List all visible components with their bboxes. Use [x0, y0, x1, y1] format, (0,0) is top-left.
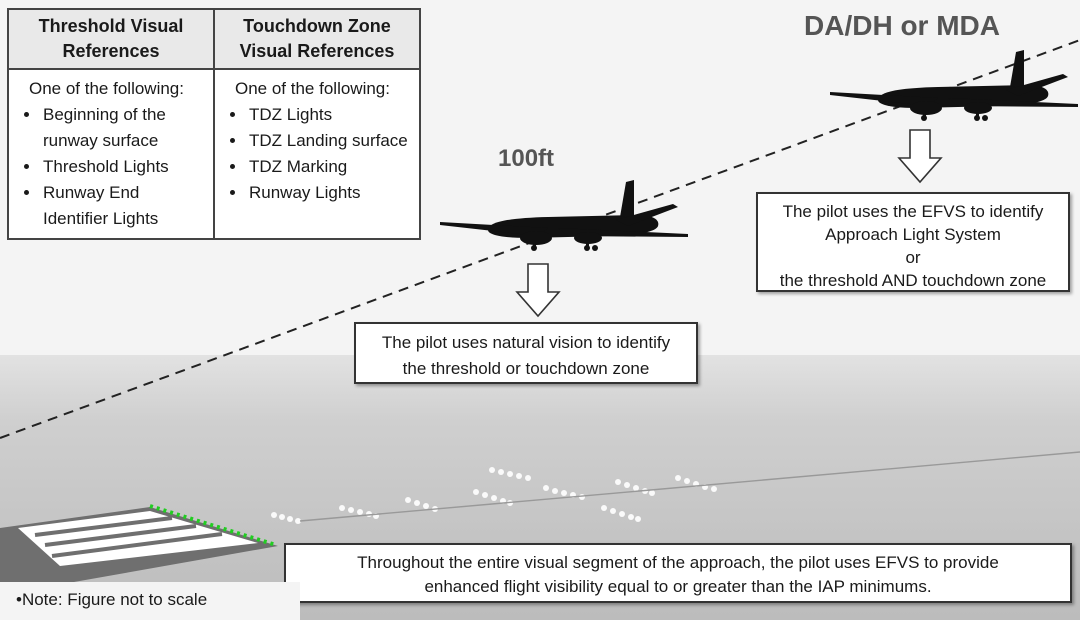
hundred-ft-label: 100ft [498, 145, 555, 172]
visual-segment-callout: Throughout the entire visual segment of … [284, 543, 1072, 603]
list-intro: One of the following: [29, 79, 184, 98]
list-intro: One of the following: [235, 79, 390, 98]
light-bar [271, 512, 301, 524]
list-item: TDZ Marking [247, 154, 411, 180]
tdz-references-list: TDZ Lights TDZ Landing surface TDZ Marki… [229, 102, 411, 206]
decision-altitude-label: DA/DH or MDA [804, 10, 1000, 41]
light-bar [473, 489, 513, 506]
runway [0, 507, 278, 595]
threshold-column-header: Threshold Visual References [7, 8, 215, 70]
threshold-references-cell: One of the following: Beginning of the r… [7, 68, 215, 240]
scale-note: •Note: Figure not to scale [16, 590, 208, 609]
list-item: Beginning of the runway surface [41, 102, 205, 154]
list-item: Runway End Identifier Lights [41, 180, 205, 232]
light-bar [601, 505, 641, 522]
approach-light-system [271, 467, 717, 524]
list-item: Runway Lights [247, 180, 411, 206]
approach-centerline [299, 451, 1080, 522]
threshold-lights [149, 504, 277, 547]
light-bar [489, 467, 531, 481]
note-panel [0, 582, 300, 620]
efvs-identify-callout: The pilot uses the EFVS to identify Appr… [756, 192, 1070, 292]
list-item: TDZ Landing surface [247, 128, 411, 154]
natural-vision-callout: The pilot uses natural vision to identif… [354, 322, 698, 384]
tdz-column-header: Touchdown Zone Visual References [213, 8, 421, 70]
visual-references-table: Threshold Visual References Touchdown Zo… [7, 8, 421, 240]
light-bar [615, 479, 655, 496]
list-item: Threshold Lights [41, 154, 205, 180]
tdz-references-cell: One of the following: TDZ Lights TDZ Lan… [213, 68, 421, 240]
list-item: TDZ Lights [247, 102, 411, 128]
threshold-references-list: Beginning of the runway surface Threshol… [23, 102, 205, 232]
